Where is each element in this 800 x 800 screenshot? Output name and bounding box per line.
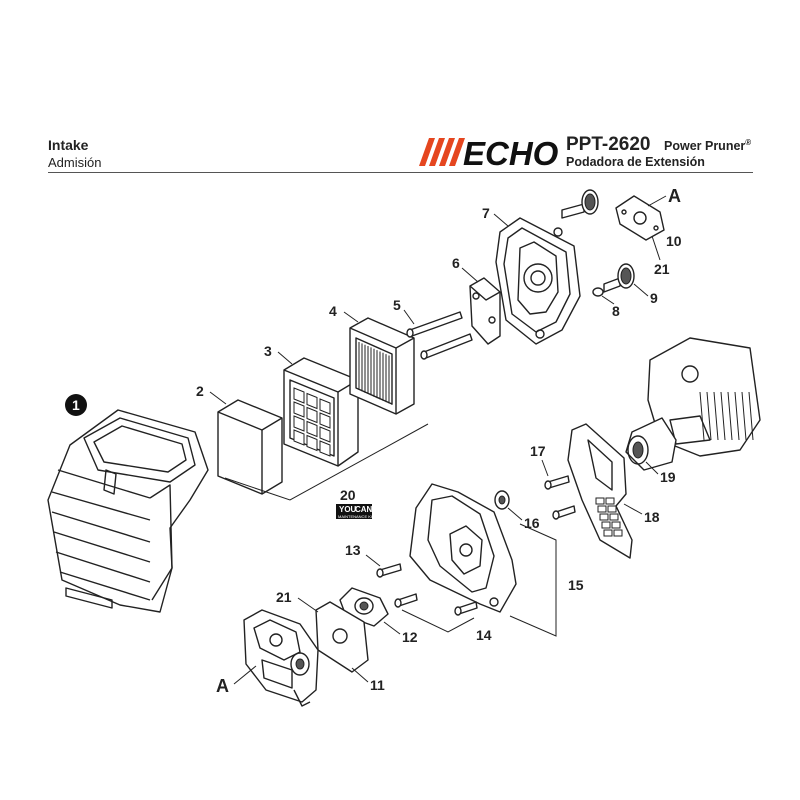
part-filter-element[interactable] (349, 317, 415, 415)
label-5: 5 (393, 297, 401, 313)
product-name-es: Podadora de Extensión (566, 155, 705, 169)
label-12: 12 (402, 629, 418, 645)
part-bushing[interactable] (494, 490, 510, 510)
bracket-15 (509, 523, 557, 637)
part-insulator[interactable] (567, 423, 633, 559)
part-intake-pipe[interactable] (625, 417, 677, 471)
label-17: 17 (530, 443, 546, 459)
echo-logo: ECHO (419, 135, 559, 168)
label-4: 4 (329, 303, 337, 319)
part-bracket[interactable] (469, 277, 501, 345)
label-18: 18 (644, 509, 660, 525)
label-21-bottom: 21 (276, 589, 292, 605)
part-gasket-10[interactable] (615, 195, 665, 241)
kit-bracket (224, 423, 429, 501)
header-divider (48, 172, 753, 173)
label-20: 20 (340, 487, 356, 503)
label-9: 9 (650, 290, 658, 306)
svg-text:MAINTENANCE KIT: MAINTENANCE KIT (338, 514, 375, 519)
bracket-14 (401, 609, 475, 633)
part-cylinder (647, 337, 761, 457)
part-air-filter[interactable] (283, 357, 359, 467)
part-screws-14[interactable] (394, 593, 478, 616)
part-air-cleaner-base[interactable] (495, 217, 581, 345)
label-a-bottom: A (216, 676, 229, 696)
part-air-cleaner-case[interactable] (409, 483, 517, 613)
part-air-cleaner-cover[interactable] (47, 409, 209, 613)
model-number: PPT-2620 (566, 134, 651, 155)
label-16: 16 (524, 515, 540, 531)
youcan-kit-badge: YOU CAN MAINTENANCE KIT (336, 504, 375, 519)
label-10: 10 (666, 233, 682, 249)
part-knob-top[interactable] (561, 189, 599, 219)
part-pre-filter[interactable] (217, 399, 283, 495)
page-subtitle: Admisión (48, 155, 102, 170)
label-1: 1 (72, 397, 80, 413)
svg-text:CAN: CAN (355, 505, 373, 514)
part-1-marker (65, 394, 87, 416)
label-21-top: 21 (654, 261, 670, 277)
brand-wordmark: ECHO (463, 135, 559, 168)
label-3: 3 (264, 343, 272, 359)
label-2: 2 (196, 383, 204, 399)
label-14: 14 (476, 627, 492, 643)
label-6: 6 (452, 255, 460, 271)
product-name: Power Pruner® (664, 138, 752, 154)
label-11: 11 (370, 677, 385, 693)
label-19: 19 (660, 469, 676, 485)
label-a-top: A (668, 186, 681, 206)
label-8: 8 (612, 303, 620, 319)
part-carburetor[interactable] (243, 609, 319, 707)
part-screws-17[interactable] (544, 475, 576, 520)
label-13: 13 (345, 542, 361, 558)
page-title: Intake (48, 137, 89, 153)
svg-text:YOU: YOU (339, 505, 357, 514)
part-bolts[interactable] (406, 311, 473, 360)
label-7: 7 (482, 205, 490, 221)
part-knob[interactable] (592, 263, 635, 297)
label-15: 15 (568, 577, 584, 593)
part-screw-13[interactable] (376, 563, 402, 578)
